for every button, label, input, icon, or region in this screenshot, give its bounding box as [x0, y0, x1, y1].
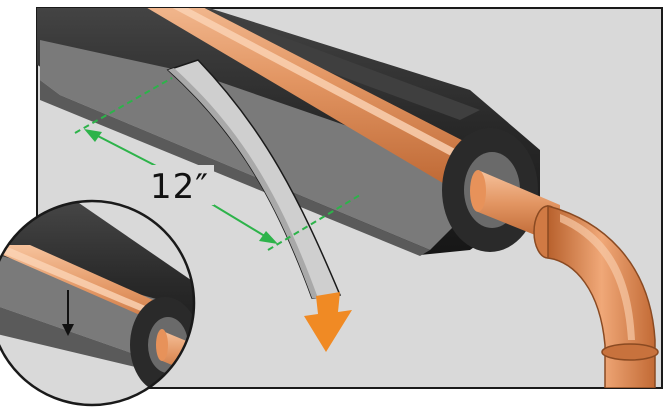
tape-strip: [166, 59, 342, 299]
dimension-line-lower: [204, 199, 269, 239]
dimension-arrowhead-left: [84, 129, 102, 142]
copper-elbow-highlight: [560, 214, 635, 340]
copper-pipe: [147, 8, 520, 205]
copper-elbow: [547, 205, 656, 388]
copper-pipe-end: [470, 170, 486, 212]
orange-down-arrow: [304, 292, 352, 352]
copper-pipe-highlight: [172, 8, 510, 182]
extension-line-bottom: [267, 194, 361, 251]
inset-border: [0, 199, 196, 407]
dimension-label: 12″: [150, 167, 209, 207]
elbow-collar: [601, 343, 659, 361]
dimension-line-upper: [91, 132, 161, 169]
extension-line-top: [74, 77, 173, 134]
dimension-arrowhead-right: [259, 231, 278, 244]
inset-push-arrowhead: [62, 324, 74, 336]
dimension-label-bg: [146, 165, 214, 205]
detail-inset: [0, 199, 196, 407]
